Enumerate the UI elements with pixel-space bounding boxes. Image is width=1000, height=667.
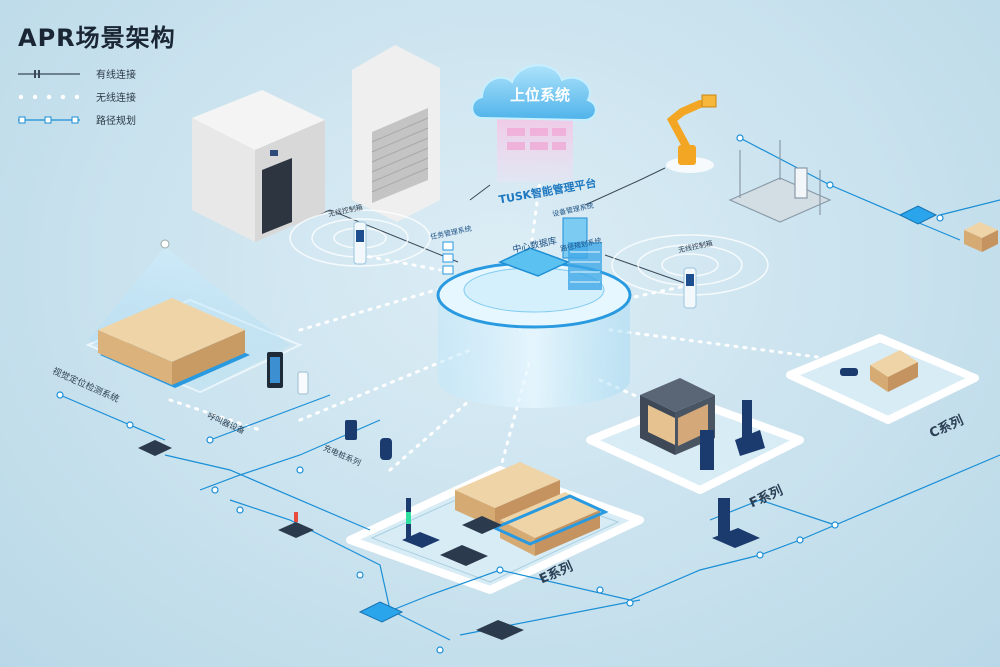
legend-item-path: 路径规划 <box>18 108 136 131</box>
legend-item-wireless: 无线连接 <box>18 85 136 108</box>
legend-label-path: 路径规划 <box>96 116 136 127</box>
sorting-machine <box>728 140 832 223</box>
legend-label-wired: 有线连接 <box>96 70 136 81</box>
legend: 有线连接 无线连接 路径规划 <box>18 62 136 131</box>
legend-label-wireless: 无线连接 <box>96 93 136 104</box>
wireless-box-left <box>353 221 367 265</box>
amr-robot-pathmid <box>278 512 314 538</box>
cloud-upper-system <box>471 64 597 182</box>
cloud-label: 上位系统 <box>510 86 571 104</box>
amr-robot-blue-right <box>898 205 938 225</box>
c-series-cart <box>840 350 918 392</box>
path-node-icon <box>18 116 80 123</box>
charger-post <box>297 371 392 460</box>
call-screen-device <box>267 352 283 388</box>
amr-robot-blue-bottom <box>358 601 404 623</box>
legend-item-wired: 有线连接 <box>18 62 136 85</box>
wireless-dots-icon <box>18 94 80 99</box>
warehouse-building <box>192 90 325 242</box>
rolling-door-building <box>352 45 440 222</box>
robot-arm <box>666 94 717 173</box>
pallet-boxes-camera-zone <box>98 298 250 388</box>
amr-robot-box-right <box>964 222 998 252</box>
page-title: APR场景架构 <box>18 24 176 52</box>
wireless-box-right <box>683 267 697 309</box>
amr-robot-pathleft <box>138 440 172 456</box>
e-series-cargo <box>402 462 609 566</box>
amr-robot-bottom <box>476 620 524 640</box>
wired-line-icon <box>18 69 80 78</box>
f-series-rack <box>640 378 765 548</box>
platform-cylinder <box>436 217 632 408</box>
